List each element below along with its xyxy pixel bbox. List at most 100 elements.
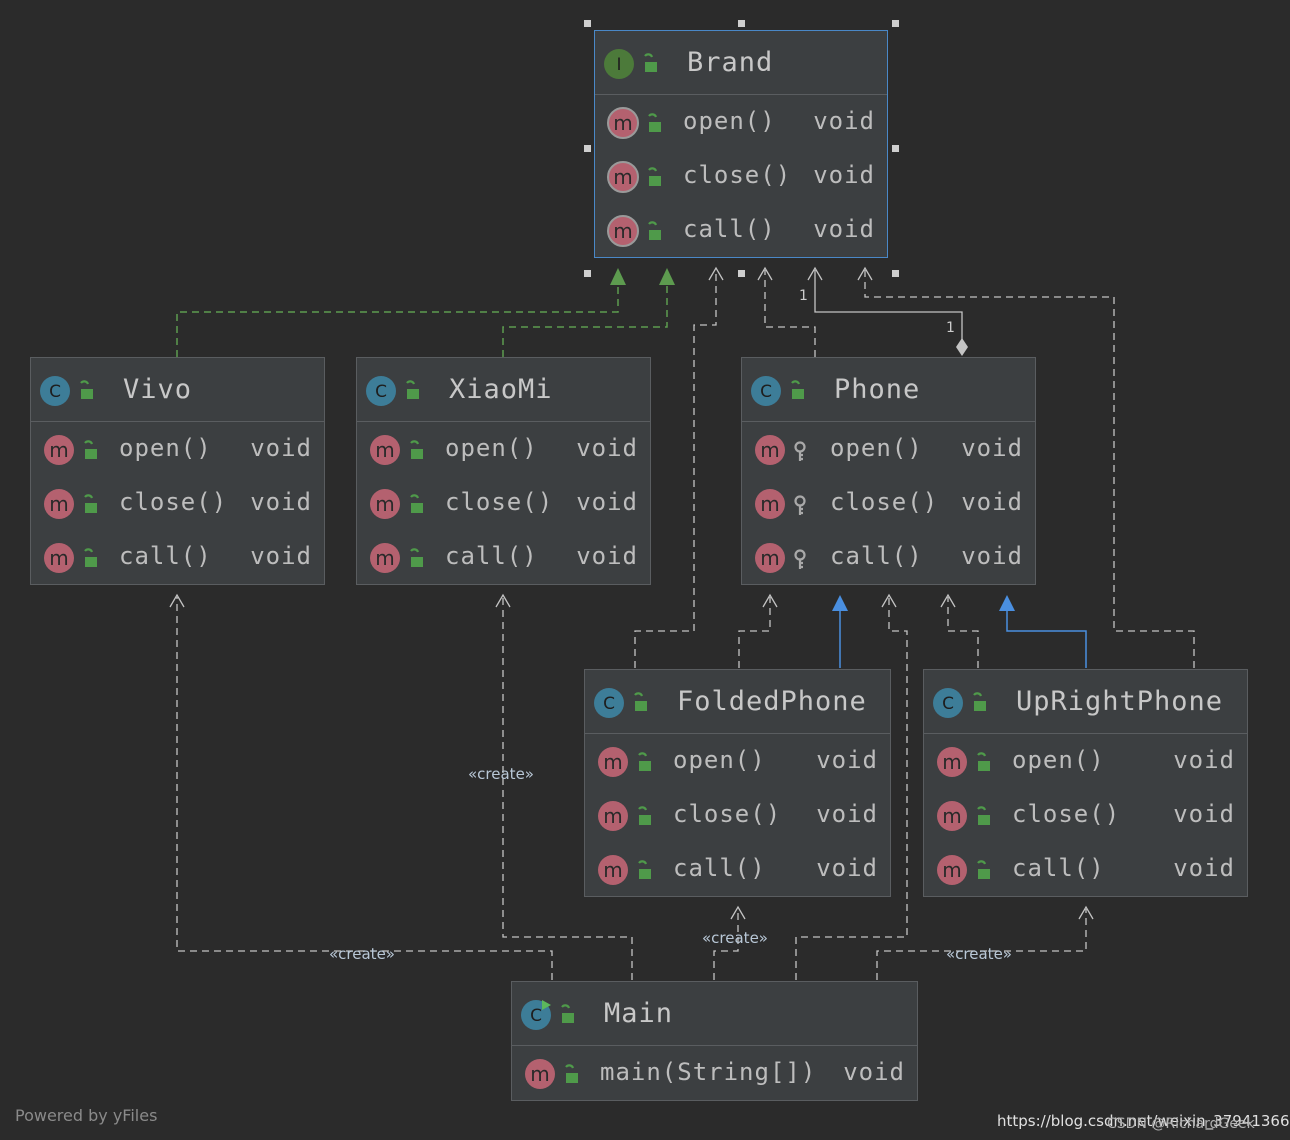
class-name: UpRightPhone [1016,686,1224,717]
method-icon: m [369,434,401,470]
class-header[interactable]: C FoldedPhone [585,670,890,734]
edge-foldedphone-extends-phone [832,595,848,668]
class-box-main[interactable]: C Main m main(String[]) void [511,981,918,1101]
method-icon: m [43,542,75,578]
method-icon: m [607,161,639,197]
edge-main-creates-uprightphone [876,905,1094,980]
method-icon: m [607,107,639,143]
svg-text:C: C [603,694,615,714]
method-return-type: void [813,215,875,243]
selection-handle[interactable] [584,270,591,277]
public-lock-icon [77,380,97,405]
class-name: Phone [834,374,921,405]
interface-icon: I [603,48,635,84]
method-icon: m [754,542,786,578]
method-row[interactable]: m call() void [742,530,1035,584]
selection-handle[interactable] [892,270,899,277]
method-name: call() [119,542,212,570]
svg-text:C: C [760,382,772,402]
selection-handle[interactable] [584,145,591,152]
method-name: close() [445,488,554,516]
method-row[interactable]: m call() void [585,842,890,896]
method-row[interactable]: m close() void [357,476,650,530]
method-icon: m [43,434,75,470]
method-name: call() [830,542,923,570]
class-header[interactable]: C Main [512,982,917,1046]
method-row[interactable]: m call() void [595,203,887,257]
svg-text:m: m [49,492,68,516]
method-name: close() [673,800,782,828]
method-name: close() [683,161,792,189]
class-box-vivo[interactable]: C Vivo m open() void m close() void [30,357,325,585]
class-box-xiaomi[interactable]: C XiaoMi m open() void m close() void [356,357,651,585]
class-header[interactable]: I Brand [595,31,887,95]
method-name: call() [683,215,776,243]
method-row[interactable]: m close() void [924,788,1247,842]
edge-uprightphone-uses-brand [857,266,1195,668]
method-return-type: void [961,488,1023,516]
svg-text:C: C [530,1006,542,1026]
method-row[interactable]: m close() void [585,788,890,842]
method-row[interactable]: m call() void [357,530,650,584]
method-row[interactable]: m close() void [31,476,324,530]
class-icon: C [39,375,71,411]
method-name: call() [445,542,538,570]
public-lock-icon [407,440,427,465]
edge-phone-aggregates-brand [807,266,968,356]
method-return-type: void [816,854,878,882]
selection-handle[interactable] [584,20,591,27]
method-row[interactable]: m open() void [357,422,650,476]
svg-text:m: m [375,546,394,570]
class-header[interactable]: C Vivo [31,358,324,422]
selection-handle[interactable] [738,20,745,27]
method-row[interactable]: m call() void [31,530,324,584]
svg-text:m: m [942,804,961,828]
method-row[interactable]: m open() void [31,422,324,476]
class-header[interactable]: C XiaoMi [357,358,650,422]
edge-vivo-implements-brand [176,268,626,357]
class-name: Vivo [123,374,193,405]
method-return-type: void [576,488,638,516]
method-name: call() [673,854,766,882]
method-row[interactable]: m close() void [742,476,1035,530]
method-icon: m [369,488,401,524]
method-return-type: void [250,488,312,516]
edge-main-creates-vivo [169,593,553,980]
class-icon: C [750,375,782,411]
multiplicity-label: 1 [799,288,808,304]
edge-uprightphone-uses-phone [940,593,979,668]
method-row[interactable]: m open() void [585,734,890,788]
selection-handle[interactable] [892,145,899,152]
runnable-class-icon: C [520,999,552,1035]
method-row[interactable]: m open() void [742,422,1035,476]
svg-text:m: m [942,858,961,882]
class-header[interactable]: C UpRightPhone [924,670,1247,734]
selection-handle[interactable] [892,20,899,27]
method-row[interactable]: m call() void [924,842,1247,896]
edge-main-creates-foldedphone [713,905,746,980]
public-lock-icon [631,692,651,717]
class-box-uprightphone[interactable]: C UpRightPhone m open() void m close() v… [923,669,1248,897]
selection-handle[interactable] [738,270,745,277]
svg-text:m: m [613,111,632,135]
method-row[interactable]: m open() void [595,95,887,149]
method-return-type: void [843,1058,905,1086]
method-icon: m [597,746,629,782]
class-name: Brand [687,47,774,78]
method-icon: m [936,746,968,782]
method-row[interactable]: m close() void [595,149,887,203]
public-lock-icon [974,806,994,831]
class-box-foldedphone[interactable]: C FoldedPhone m open() void m close() vo… [584,669,891,897]
method-return-type: void [816,800,878,828]
class-box-brand[interactable]: I Brand m open() void m close() void [594,30,888,258]
method-row[interactable]: m main(String[]) void [512,1046,917,1100]
stereotype-create-label: «create» [329,945,395,963]
class-header[interactable]: C Phone [742,358,1035,422]
public-lock-icon [635,860,655,885]
class-box-phone[interactable]: C Phone m open() void m close() void [741,357,1036,585]
method-row[interactable]: m open() void [924,734,1247,788]
public-lock-icon [407,494,427,519]
class-name: FoldedPhone [677,686,867,717]
method-return-type: void [250,434,312,462]
